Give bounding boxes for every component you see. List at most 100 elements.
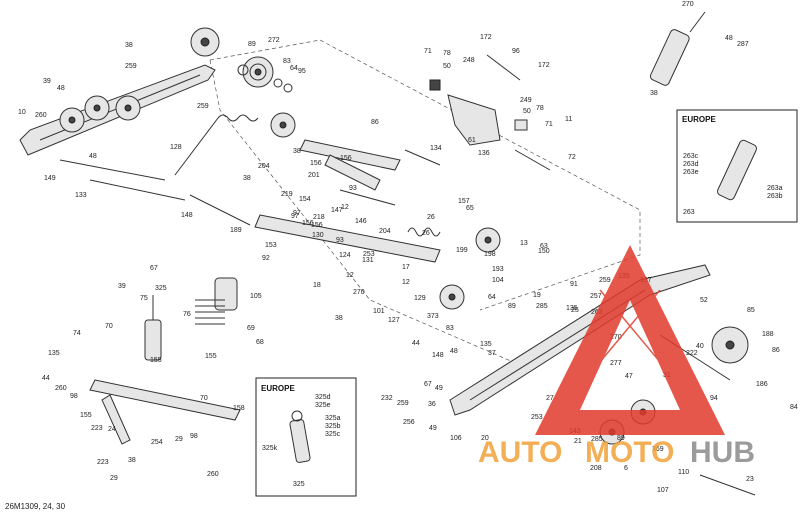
callout: 12 (402, 279, 410, 286)
callout: 136 (478, 150, 490, 157)
callout: 270 (610, 334, 622, 341)
callout: 148 (432, 352, 444, 359)
washer (283, 83, 293, 93)
callout: 38 (650, 90, 658, 97)
callout: 86 (772, 347, 780, 354)
callout: 325b (325, 423, 341, 430)
shaft (339, 189, 396, 206)
callout: 128 (170, 144, 182, 151)
callout: 256 (403, 419, 415, 426)
rear-shaft (699, 474, 756, 496)
assembly-outline (209, 39, 641, 311)
callout: 232 (381, 395, 393, 402)
callout: 263b (767, 193, 783, 200)
inset-title: EUROPE (682, 115, 716, 124)
callout: 127 (388, 317, 400, 324)
callout: 110 (678, 469, 689, 476)
callout: 270 (353, 289, 365, 296)
callout: 325 (293, 481, 305, 488)
callout: 204 (258, 163, 270, 170)
callout: 29 (175, 436, 183, 443)
callout: 148 (181, 212, 193, 219)
callout: 64 (488, 294, 496, 301)
idler-wheel (475, 227, 501, 253)
callout: 156 (311, 222, 323, 229)
callout: 24 (108, 426, 116, 433)
callout: 172 (480, 34, 492, 41)
pivot-shaft (514, 149, 551, 171)
watermark-logo: AUTO MOTO HUB (478, 245, 755, 469)
callout: 208 (590, 465, 602, 472)
front-arm (299, 139, 401, 171)
front-shock (649, 11, 706, 86)
callout: 17 (402, 264, 410, 271)
callout: 198 (484, 251, 496, 258)
shock-absorber (144, 295, 162, 361)
idler-wheel (439, 284, 465, 310)
callout: 96 (512, 48, 520, 55)
callout: 325 (155, 285, 167, 292)
callout: 74 (73, 330, 81, 337)
callout: 71 (424, 48, 432, 55)
callout: 270 (682, 1, 694, 8)
callout: 67 (150, 265, 158, 272)
callout: 218 (313, 214, 325, 221)
callout: 92 (262, 255, 270, 262)
inset-europe-rear-shock: EUROPE 325d 325e 325a 325b 325c 325k 325 (255, 377, 357, 497)
rear-arm (101, 394, 131, 445)
callout: 260 (35, 112, 47, 119)
shaft (189, 194, 251, 226)
callout: 277 (610, 360, 622, 367)
front-arm-link (324, 154, 381, 191)
callout: 10 (18, 109, 26, 116)
callout: 155 (205, 353, 217, 360)
callout: 124 (339, 252, 351, 259)
callout: 189 (230, 227, 242, 234)
callout: 157 (458, 198, 470, 205)
callout: 153 (265, 242, 277, 249)
callout: 156 (310, 160, 322, 167)
callout: 48 (89, 153, 97, 160)
callout: 150 (538, 248, 550, 255)
callout: 254 (151, 439, 163, 446)
callout: 131 (362, 257, 374, 264)
callout: 93 (336, 237, 344, 244)
callout: 272 (268, 37, 280, 44)
callout: 68 (256, 339, 264, 346)
callout: 259 (599, 277, 611, 284)
callout: 23 (746, 476, 754, 483)
callout: 83 (446, 325, 454, 332)
watermark-text-moto: MOTO (585, 436, 674, 469)
callout: 20 (481, 435, 489, 442)
callout: 287 (737, 41, 749, 48)
callout: 285 (591, 436, 603, 443)
callout: 129 (414, 295, 426, 302)
callout: 98 (190, 433, 198, 440)
callout: 259 (197, 103, 209, 110)
callout: 91 (570, 281, 578, 288)
callout: 204 (379, 228, 391, 235)
torsion-spring (174, 114, 259, 176)
callout: 97 (291, 213, 299, 220)
assembly-outline (209, 59, 521, 366)
callout: 263c (683, 153, 699, 160)
callout: 50 (523, 108, 531, 115)
callout: 130 (312, 232, 324, 239)
bushing (514, 119, 528, 131)
callout: 158 (233, 405, 245, 412)
callout: 48 (450, 348, 458, 355)
inset-title: EUROPE (261, 384, 295, 393)
callout: 94 (710, 395, 718, 402)
callout: 146 (355, 218, 367, 225)
inset-europe-front-shock: EUROPE 263c 263d 263e 263a 263b 263 (676, 109, 798, 223)
callout: 259 (397, 400, 409, 407)
callout: 67 (424, 381, 432, 388)
callout: 101 (373, 308, 385, 315)
callout: 134 (430, 145, 442, 152)
callout: 369 (652, 446, 664, 453)
callout: 13 (520, 240, 528, 247)
callout: 260 (55, 385, 67, 392)
callout: 75 (140, 295, 148, 302)
callout: 93 (349, 185, 357, 192)
callout: 188 (762, 331, 774, 338)
